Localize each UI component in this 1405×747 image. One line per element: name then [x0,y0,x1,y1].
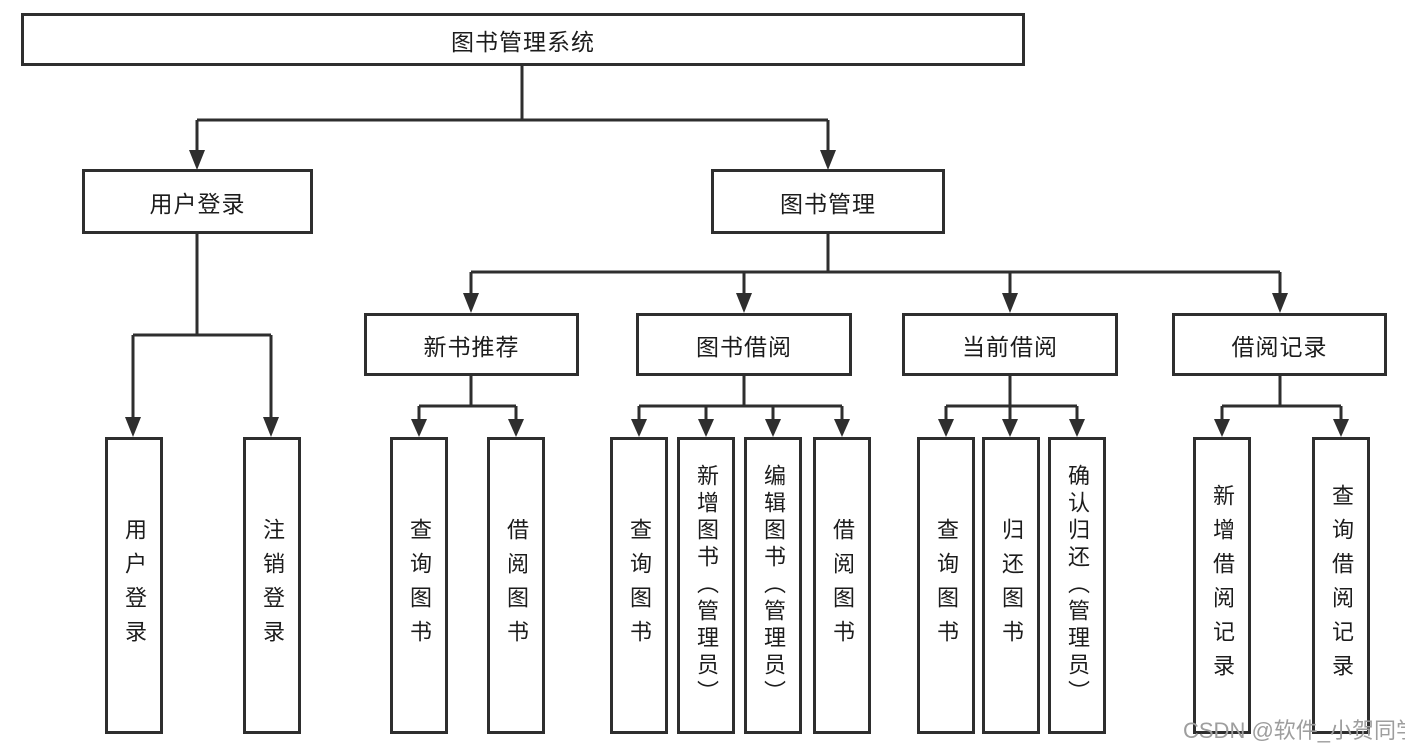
connector-current-borrow-children [938,376,1085,437]
leaf-logout-login: 注销登录 [243,437,301,734]
connector-user-login-children [125,234,279,437]
leaf-current-confirm-return-admin: 确认归还（管理员） [1048,437,1106,734]
connector-borrow-records-children [1214,376,1349,437]
leaf-records-query-borrow-record: 查询借阅记录 [1312,437,1370,734]
leaf-records-add-borrow-record: 新增借阅记录 [1193,437,1251,734]
leaf-borrow-add-books-admin: 新增图书（管理员） [677,437,735,734]
connector-book-borrow-children [631,376,850,437]
leaf-current-return-books: 归还图书 [982,437,1040,734]
node-borrow-records: 借阅记录 [1172,313,1387,376]
leaf-borrow-edit-books-admin: 编辑图书（管理员） [744,437,802,734]
node-root-system: 图书管理系统 [21,13,1025,66]
leaf-recommend-borrow-books: 借阅图书 [487,437,545,734]
connector-new-book-recommend-children [411,376,524,437]
leaf-borrow-borrow-books: 借阅图书 [813,437,871,734]
node-book-borrow: 图书借阅 [636,313,852,376]
leaf-recommend-query-books: 查询图书 [390,437,448,734]
node-new-book-recommend: 新书推荐 [364,313,579,376]
connector-root-to-level1 [189,66,836,170]
leaf-current-query-books: 查询图书 [917,437,975,734]
leaf-borrow-query-books: 查询图书 [610,437,668,734]
node-book-management: 图书管理 [711,169,945,234]
leaf-user-login: 用户登录 [105,437,163,734]
connector-book-management-children [463,234,1288,313]
node-user-login: 用户登录 [82,169,313,234]
csdn-watermark: CSDN @软件_小贺同学 [1183,718,1405,743]
node-current-borrow: 当前借阅 [902,313,1118,376]
